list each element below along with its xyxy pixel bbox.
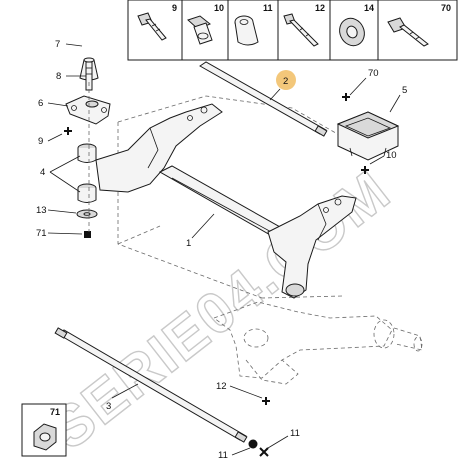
callout-10: 10 (386, 150, 397, 161)
callout-9: 9 (38, 136, 43, 147)
dot-marker-icon (248, 439, 258, 449)
flange-bolt-icon (387, 17, 429, 47)
callout-71-upper: 71 (36, 228, 47, 239)
header-parts-strip: 9 10 11 12 14 70 (127, 0, 458, 61)
inset-box-nut: 71 (21, 403, 67, 457)
highlight-marker (276, 70, 296, 90)
plus-marker-icon (342, 93, 350, 101)
mount-block-part (336, 111, 400, 161)
bolt-icon (137, 12, 167, 41)
callout-11-right: 11 (290, 428, 300, 439)
callout-70: 70 (368, 68, 379, 79)
inset-label: 71 (50, 407, 60, 417)
rubber-mount-lower-part (77, 183, 97, 203)
header-col-label: 12 (315, 3, 325, 13)
callout-4: 4 (40, 167, 45, 178)
tie-rod-part (199, 61, 328, 137)
plus-marker-icon (64, 127, 72, 135)
callout-11-left: 11 (218, 450, 228, 458)
long-bolt-icon (283, 13, 319, 47)
cross-marker-icon (259, 447, 269, 457)
header-col-label: 14 (364, 3, 374, 13)
callout-6: 6 (38, 98, 43, 109)
header-col-label: 9 (172, 3, 177, 13)
callout-12: 12 (216, 381, 227, 392)
plus-marker-icon (262, 397, 270, 405)
header-col-label: 70 (441, 3, 451, 13)
washer-icon (339, 17, 365, 47)
plus-marker-icon (361, 166, 369, 174)
nut-icon (187, 15, 213, 45)
header-col-label: 10 (214, 3, 224, 13)
header-col-label: 11 (263, 3, 273, 13)
washer-part (76, 209, 98, 219)
callout-1: 1 (186, 238, 191, 249)
callout-8: 8 (56, 71, 61, 82)
square-marker-icon (84, 231, 91, 238)
callout-5: 5 (402, 85, 407, 96)
callout-13: 13 (36, 205, 47, 216)
trailing-arm-assembly-ghost (213, 301, 423, 385)
bracket-plate-part (65, 95, 111, 125)
torsion-bar-part (54, 327, 248, 443)
callout-3: 3 (106, 401, 111, 412)
axle-beam-part (95, 103, 357, 299)
sleeve-icon (234, 15, 259, 46)
rubber-mount-upper-part (77, 143, 97, 163)
hex-nut-icon (33, 423, 57, 451)
callout-2: 2 (283, 76, 288, 87)
callout-7: 7 (55, 39, 60, 50)
